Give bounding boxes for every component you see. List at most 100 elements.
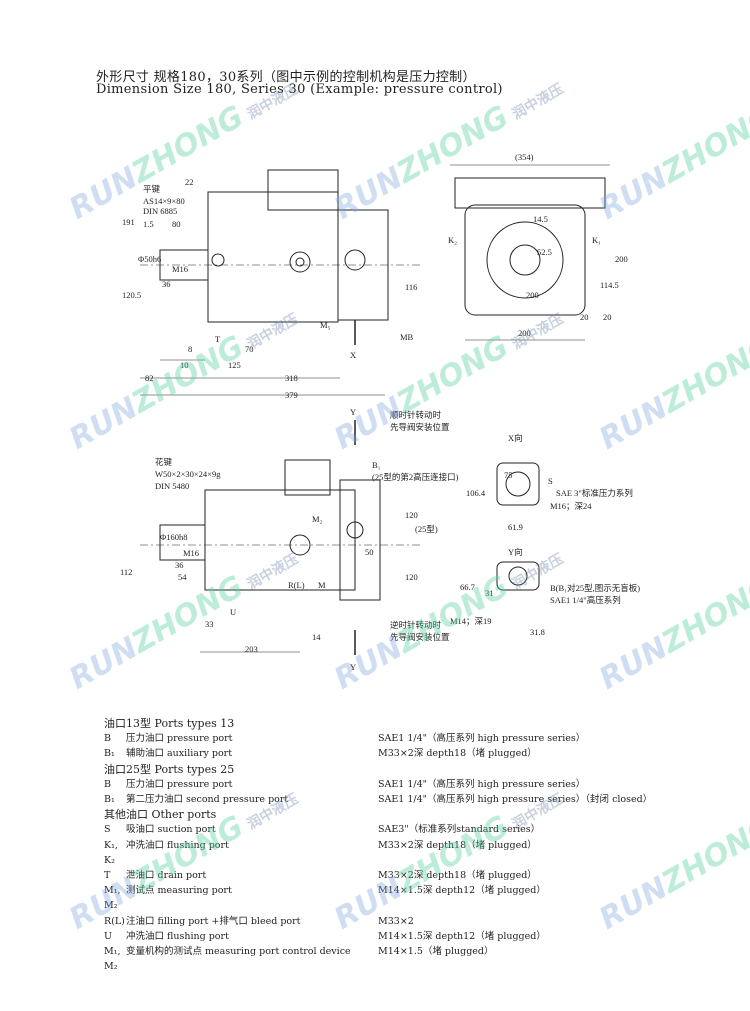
port-desc: 吸油口 suction port <box>126 824 216 836</box>
title-cn: 外形尺寸 规格180，30系列（图中示例的控制机构是压力控制） <box>96 70 476 85</box>
port-code: R(L) <box>104 915 125 927</box>
dimension-label: 顺时针转动时 <box>390 410 442 420</box>
dimension-label: K₂ <box>448 235 457 245</box>
dimension-label: 20 <box>603 312 612 322</box>
dimension-label: 52.5 <box>537 247 552 257</box>
dimension-label: 318 <box>285 373 298 383</box>
port-spec: SAE1 1/4"（高压系列 high pressure series） <box>378 733 586 745</box>
dimension-label: T <box>215 334 221 344</box>
dimension-label: (25型的第2高压连接口) <box>372 472 459 482</box>
dimension-label: (354) <box>515 152 534 162</box>
port-code: M₁, M₂ <box>104 885 121 912</box>
ports-section-header: 其他油口 Other ports <box>104 807 652 822</box>
dimension-label: 花键 <box>155 457 173 467</box>
dimension-label: 120.5 <box>122 290 141 300</box>
port-spec: M33×2 <box>378 915 414 927</box>
x-view-flange <box>496 462 540 506</box>
port-desc: 变量机构的测试点 measuring port control device <box>126 946 351 958</box>
dimension-label: 先导阀安装位置 <box>390 632 450 642</box>
dimension-label: 75 <box>504 470 513 480</box>
section-title: 油口13型 Ports types 13 <box>104 717 235 730</box>
dimension-label: 50 <box>365 547 374 557</box>
port-desc: 第二压力油口 second pressure port <box>126 794 289 806</box>
port-code: T <box>104 870 111 882</box>
port-code: K₁, K₂ <box>104 839 118 866</box>
dimension-label: 36 <box>175 560 184 570</box>
dimension-label: 114.5 <box>600 280 619 290</box>
dimension-label: DIN 5480 <box>155 481 189 491</box>
dimension-label: 8 <box>188 344 192 354</box>
dimension-label: 203 <box>245 644 258 654</box>
port-row: R(L)注油口 filling port +排气口 bleed port M33×… <box>104 914 652 929</box>
dimension-label: M14；深19 <box>450 616 492 626</box>
dimension-label: M16 <box>172 264 188 274</box>
dimension-label: S <box>548 476 553 486</box>
dimension-label: 191 <box>122 217 135 227</box>
dimension-label: (25型) <box>415 524 438 534</box>
dimension-label: X <box>350 350 356 360</box>
port-row: B 压力油口 pressure port SAE1 1/4"（高压系列 high p… <box>104 731 652 746</box>
port-spec: SAE1 1/4"（高压系列 high pressure series） <box>378 778 586 790</box>
port-code: B <box>104 778 111 790</box>
dimension-label: 112 <box>120 567 132 577</box>
pump-middle-view <box>140 420 420 655</box>
dimension-label: Φ160h8 <box>160 532 187 542</box>
dimension-label: R(L) <box>288 580 305 590</box>
dimension-label: M₂ <box>312 514 323 524</box>
dimension-label: 70 <box>245 344 254 354</box>
dimension-label: U <box>230 607 236 617</box>
dimension-label: 54 <box>178 572 187 582</box>
dimension-label: 14.5 <box>533 214 548 224</box>
dimension-label: 20 <box>580 312 589 322</box>
dimension-label: X向 <box>508 433 523 443</box>
dimension-label: SAE1 1/4"高压系列 <box>550 595 621 605</box>
port-code: B <box>104 733 111 745</box>
dimension-label: 120 <box>405 572 418 582</box>
dimension-label: AS14×9×80 <box>143 196 185 206</box>
port-spec: SAE3"（标准系列standard series） <box>378 824 541 836</box>
port-code: B₁ <box>104 748 115 760</box>
dimension-label: 36 <box>162 279 171 289</box>
port-desc: 辅助油口 auxiliary port <box>126 748 233 760</box>
section-title: 油口25型 Ports types 25 <box>104 762 235 776</box>
dimension-label: 106.4 <box>466 488 486 498</box>
title-en: Dimension Size 180, Series 30 (Example: … <box>96 82 503 97</box>
port-desc: 注油口 filling port +排气口 bleed port <box>126 915 301 927</box>
dimension-label: B(B₁对25型,图示无盲板) <box>550 583 640 593</box>
y-view-flange <box>496 561 540 591</box>
port-spec: M33×2深 depth18（堵 plugged） <box>378 839 537 851</box>
dimension-label: 22 <box>185 177 194 187</box>
port-spec: SAE1 1/4"（高压系列 high pressure series）（封闭 … <box>378 794 653 806</box>
dimension-label: 379 <box>285 390 298 400</box>
port-desc: 压力油口 pressure port <box>126 778 233 790</box>
port-row: B 压力油口 pressure port SAE1 1/4"（高压系列 high p… <box>104 777 652 792</box>
dimension-label: M16 <box>183 548 199 558</box>
dimension-label: 61.9 <box>508 522 523 532</box>
dimension-label: M <box>318 580 326 590</box>
dimension-label: 66.7 <box>460 582 475 592</box>
port-spec: M14×1.5（堵 plugged） <box>378 946 494 958</box>
dimension-label: 116 <box>405 282 417 292</box>
port-desc: 泄油口 drain port <box>126 870 207 882</box>
port-spec: M14×1.5深 depth12（堵 plugged） <box>378 930 546 942</box>
dimension-label: MB <box>400 332 414 342</box>
dimension-label: Y <box>350 662 356 672</box>
dimension-label: M16；深24 <box>550 501 592 511</box>
dimension-label: 200 <box>518 328 531 338</box>
dimension-label: M₅ <box>320 320 331 330</box>
dimension-label: B₁ <box>372 460 381 470</box>
dimension-label: Φ50h6 <box>138 254 161 264</box>
dimension-label: 120 <box>405 510 418 520</box>
port-code: U <box>104 930 113 942</box>
dimension-label: 平键 <box>143 184 161 194</box>
dimension-label: W50×2×30×24×9g <box>155 469 221 479</box>
dimension-label: 31.8 <box>530 627 545 637</box>
port-desc: 压力油口 pressure port <box>126 733 233 745</box>
